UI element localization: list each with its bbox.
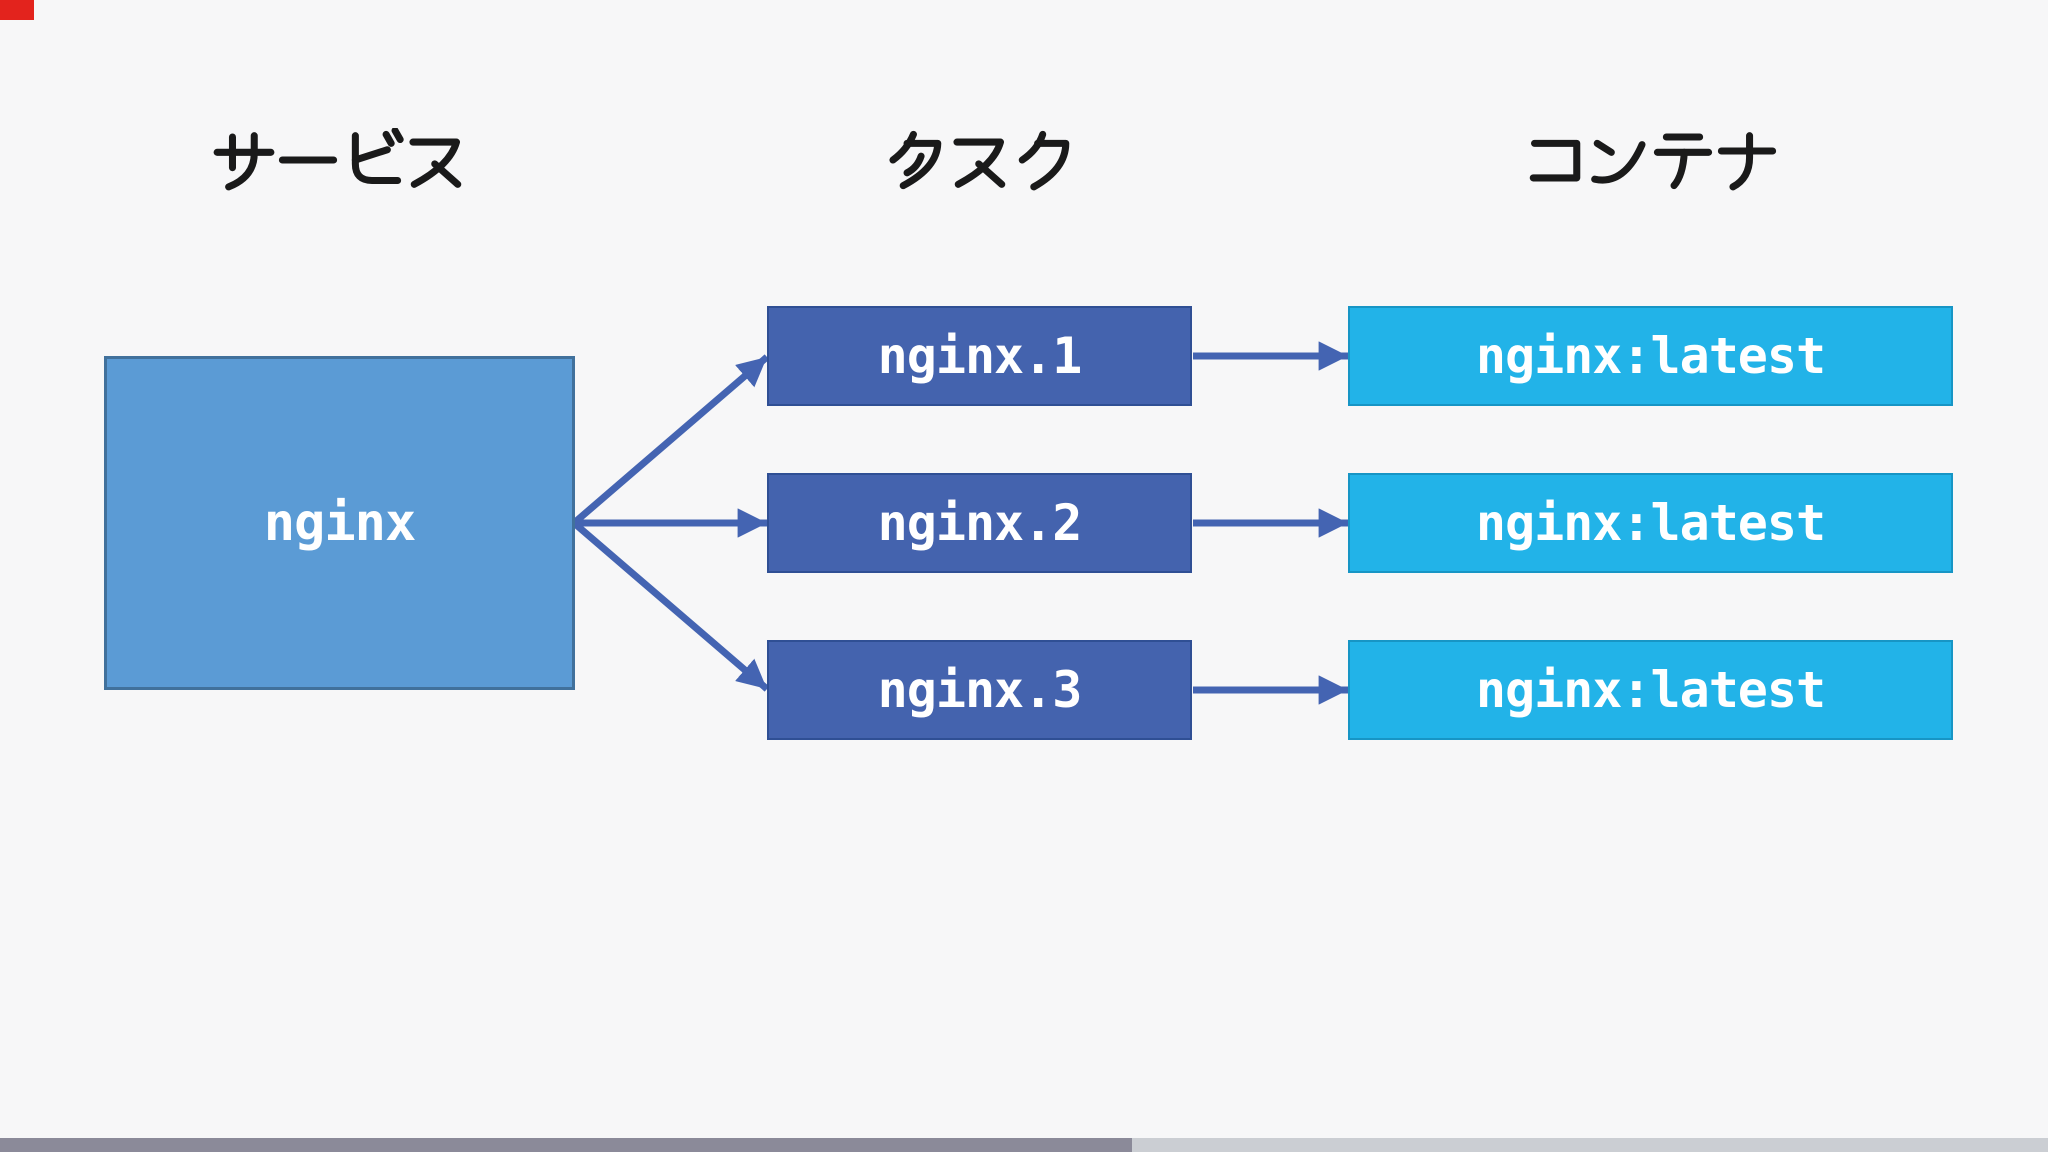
container-box-1: nginx:latest: [1348, 306, 1953, 406]
container-box-1-label: nginx:latest: [1475, 327, 1826, 385]
container-box-3-label: nginx:latest: [1475, 661, 1826, 719]
container-box-2-label: nginx:latest: [1475, 494, 1826, 552]
column-header-container: コンテナ: [1348, 128, 1953, 192]
arrow-service-to-task-3: [571, 520, 770, 692]
column-header-task: タスク: [767, 128, 1192, 192]
service-box: nginx: [104, 356, 575, 690]
container-box-3: nginx:latest: [1348, 640, 1953, 740]
corner-marker: [0, 0, 34, 20]
arrow-service-to-task-1: [571, 354, 770, 526]
container-box-2: nginx:latest: [1348, 473, 1953, 573]
task-box-3-label: nginx.3: [877, 661, 1083, 719]
task-box-2: nginx.2: [767, 473, 1192, 573]
task-box-1: nginx.1: [767, 306, 1192, 406]
column-header-service: サービス: [104, 128, 575, 192]
scrollbar-thumb[interactable]: [0, 1138, 1132, 1152]
task-box-2-label: nginx.2: [877, 494, 1083, 552]
task-box-3: nginx.3: [767, 640, 1192, 740]
service-box-label: nginx: [263, 493, 417, 553]
task-box-1-label: nginx.1: [877, 327, 1083, 385]
